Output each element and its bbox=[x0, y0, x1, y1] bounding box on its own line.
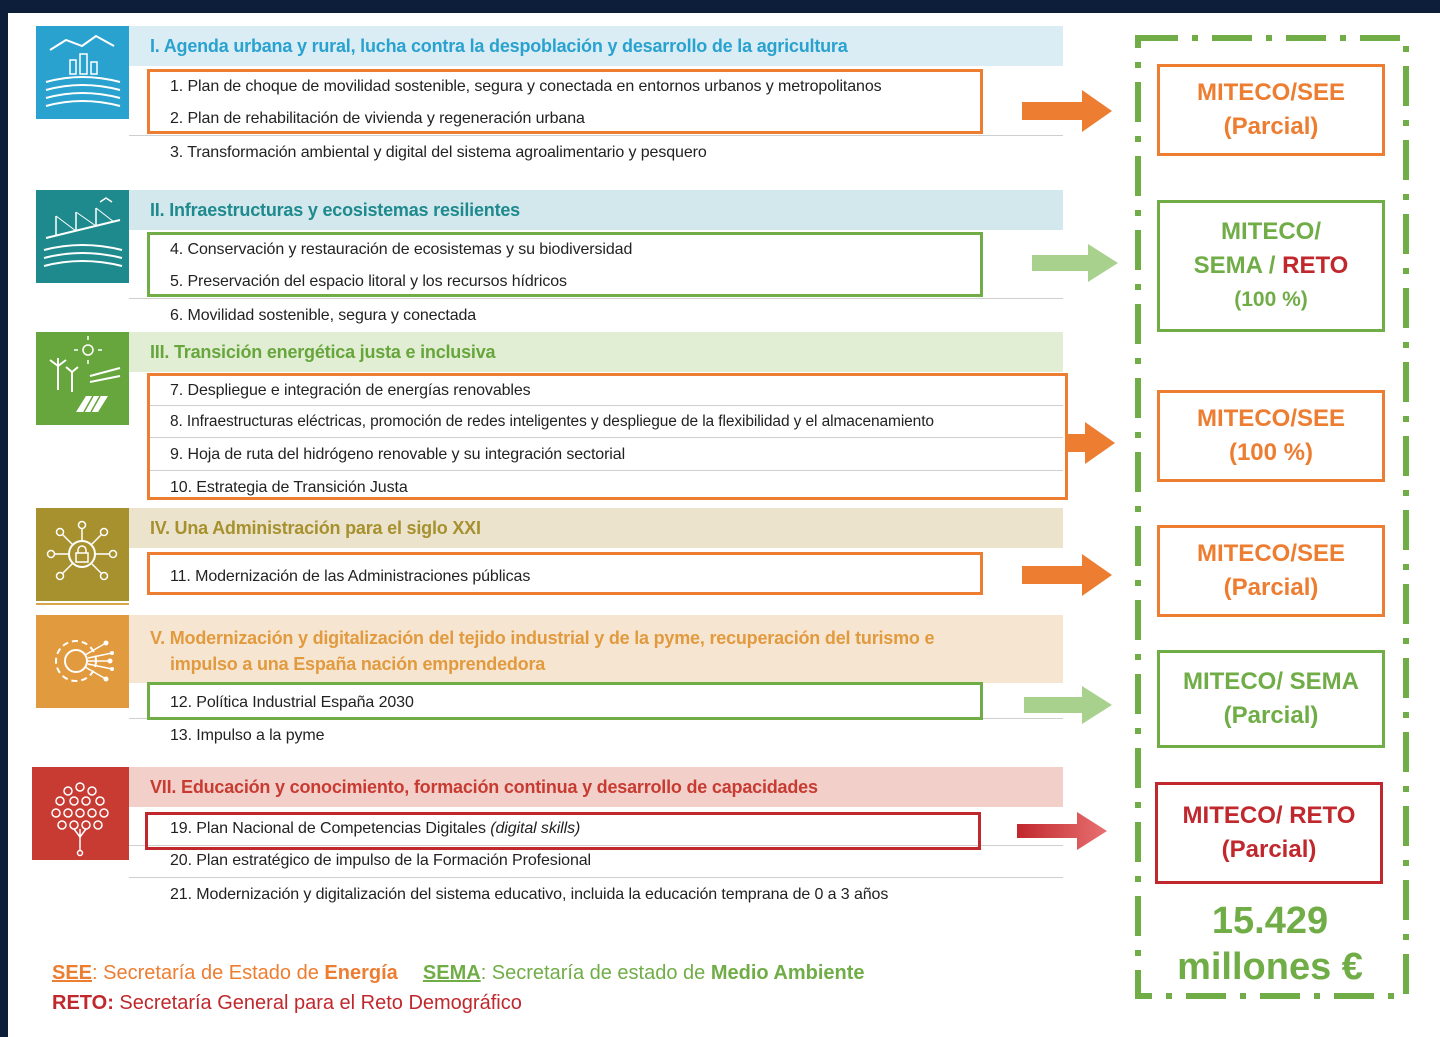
funding-box: MITECO/ SEMA / RETO (100 %) bbox=[1157, 200, 1385, 332]
section-header-bg bbox=[129, 26, 1063, 66]
section-title-ii: II. Infraestructuras y ecosistemas resil… bbox=[150, 200, 520, 220]
section-header-bg bbox=[129, 767, 1063, 807]
list-item: 8. Infraestructuras eléctricas, promoció… bbox=[170, 413, 934, 430]
divider bbox=[129, 877, 1063, 878]
funding-box-line: (Parcial) bbox=[1223, 702, 1319, 729]
funding-box-line: (100 %) bbox=[1228, 439, 1314, 466]
legend-text: : Secretaría de estado de bbox=[480, 962, 711, 984]
legend-text: Secretaría General para el Reto Demográf… bbox=[113, 992, 522, 1014]
funding-box-line: MITECO/ SEMA bbox=[1182, 668, 1359, 695]
list-item-emphasis: (digital skills) bbox=[490, 820, 581, 837]
total-frame bbox=[1135, 35, 1409, 999]
list-item: 19. Plan Nacional de Competencias Digita… bbox=[170, 820, 580, 838]
funding-box-line: MITECO/SEE bbox=[1196, 79, 1346, 106]
divider bbox=[129, 845, 1063, 846]
legend-bold: Energía bbox=[324, 962, 398, 984]
arrow-right-icon bbox=[1032, 244, 1118, 282]
section-header-bg bbox=[129, 508, 1063, 548]
funding-box-line: SEMA / RETO bbox=[1160, 249, 1382, 283]
funding-box-text: SEMA / bbox=[1193, 252, 1283, 279]
divider bbox=[150, 405, 1063, 406]
list-item: 13. Impulso a la pyme bbox=[170, 727, 325, 744]
list-item-text: 19. Plan Nacional de Competencias Digita… bbox=[170, 820, 491, 837]
list-item: 1. Plan de choque de movilidad sostenibl… bbox=[170, 78, 882, 95]
section-title-iii: III. Transición energética justa e inclu… bbox=[150, 342, 496, 362]
legend-abbr-see: SEE bbox=[52, 962, 93, 984]
highlight-box bbox=[147, 232, 983, 297]
highlight-box bbox=[147, 552, 983, 595]
funding-box-line: (Parcial) bbox=[1223, 574, 1319, 601]
highlight-box bbox=[147, 69, 983, 134]
legend-line-2: RETO: Secretaría General para el Reto De… bbox=[52, 987, 522, 1019]
divider bbox=[129, 135, 1063, 136]
total-amount: 15.429 millones € bbox=[1150, 898, 1390, 990]
list-item: 20. Plan estratégico de impulso de la Fo… bbox=[170, 852, 591, 869]
funding-box-line: (Parcial) bbox=[1221, 836, 1317, 863]
funding-box: MITECO/SEE (100 %) bbox=[1157, 390, 1385, 482]
list-item: 7. Despliegue e integración de energías … bbox=[170, 382, 531, 399]
funding-box: MITECO/SEE (Parcial) bbox=[1157, 64, 1385, 156]
section-title-v-line1: V. Modernización y digitalización del te… bbox=[150, 628, 935, 648]
list-item: 5. Preservación del espacio litoral y lo… bbox=[170, 273, 567, 290]
list-item: 12. Política Industrial España 2030 bbox=[170, 694, 414, 711]
divider bbox=[36, 603, 129, 605]
arrow-right-icon bbox=[1022, 90, 1112, 132]
list-item: 10. Estrategia de Transición Justa bbox=[170, 479, 408, 496]
legend-abbr-sema: SEMA bbox=[422, 962, 481, 984]
section-header-bg bbox=[129, 615, 1063, 683]
arrow-right-icon bbox=[1017, 812, 1107, 850]
gear-circuit-icon bbox=[36, 615, 129, 708]
divider bbox=[129, 298, 1063, 299]
funding-box: MITECO/SEE (Parcial) bbox=[1157, 525, 1385, 617]
highlight-box bbox=[147, 373, 1068, 500]
funding-box-line: (Parcial) bbox=[1223, 113, 1319, 140]
arrow-right-icon bbox=[1022, 554, 1112, 596]
highlight-box bbox=[145, 812, 981, 850]
urban-rural-icon bbox=[36, 26, 129, 119]
wind-solar-icon bbox=[36, 332, 129, 425]
funding-box-line: MITECO/SEE bbox=[1196, 405, 1346, 432]
funding-box: MITECO/ RETO (Parcial) bbox=[1155, 782, 1383, 884]
list-item: 11. Modernización de las Administracione… bbox=[170, 568, 531, 585]
list-item: 6. Movilidad sostenible, segura y conect… bbox=[170, 307, 477, 324]
section-title-vii: VII. Educación y conocimiento, formación… bbox=[150, 777, 818, 797]
section-header-bg bbox=[129, 332, 1063, 372]
arrow-right-icon bbox=[1024, 686, 1112, 724]
section-title-i: I. Agenda urbana y rural, lucha contra l… bbox=[150, 36, 848, 56]
divider bbox=[150, 470, 1063, 471]
funding-box-line: MITECO/ RETO bbox=[1182, 802, 1356, 829]
funding-box-reto: RETO bbox=[1282, 252, 1349, 279]
divider bbox=[150, 437, 1063, 438]
brain-tree-icon bbox=[32, 767, 129, 860]
legend-line-1: SEE: Secretaría de Estado de Energía SEM… bbox=[52, 957, 865, 989]
arrow-right-icon bbox=[1065, 422, 1115, 464]
funding-box: MITECO/ SEMA (Parcial) bbox=[1157, 650, 1385, 748]
legend-bold: Medio Ambiente bbox=[710, 962, 865, 984]
funding-box-line: MITECO/SEE bbox=[1196, 540, 1346, 567]
section-header-bg bbox=[129, 190, 1063, 230]
section-title-v-line2: impulso a una España nación emprendedora bbox=[170, 654, 546, 674]
list-item: 3. Transformación ambiental y digital de… bbox=[170, 144, 707, 161]
list-item: 2. Plan de rehabilitación de vivienda y … bbox=[170, 110, 585, 127]
list-item: 21. Modernización y digitalización del s… bbox=[170, 886, 889, 903]
total-amount-value: 15.429 bbox=[1211, 900, 1329, 942]
funding-box-line: (100 %) bbox=[1234, 288, 1308, 311]
list-item: 4. Conservación y restauración de ecosis… bbox=[170, 241, 633, 258]
funding-box-line: MITECO/ bbox=[1221, 218, 1321, 245]
highlight-box bbox=[147, 682, 983, 720]
total-amount-unit: millones € bbox=[1177, 946, 1363, 988]
section-title-iv: IV. Una Administración para el siglo XXI bbox=[150, 518, 481, 538]
network-lock-icon bbox=[36, 508, 129, 601]
legend-text: : Secretaría de Estado de bbox=[92, 962, 325, 984]
bridge-icon bbox=[36, 190, 129, 283]
list-item: 9. Hoja de ruta del hidrógeno renovable … bbox=[170, 446, 626, 463]
legend-abbr-reto: RETO: bbox=[52, 992, 114, 1014]
